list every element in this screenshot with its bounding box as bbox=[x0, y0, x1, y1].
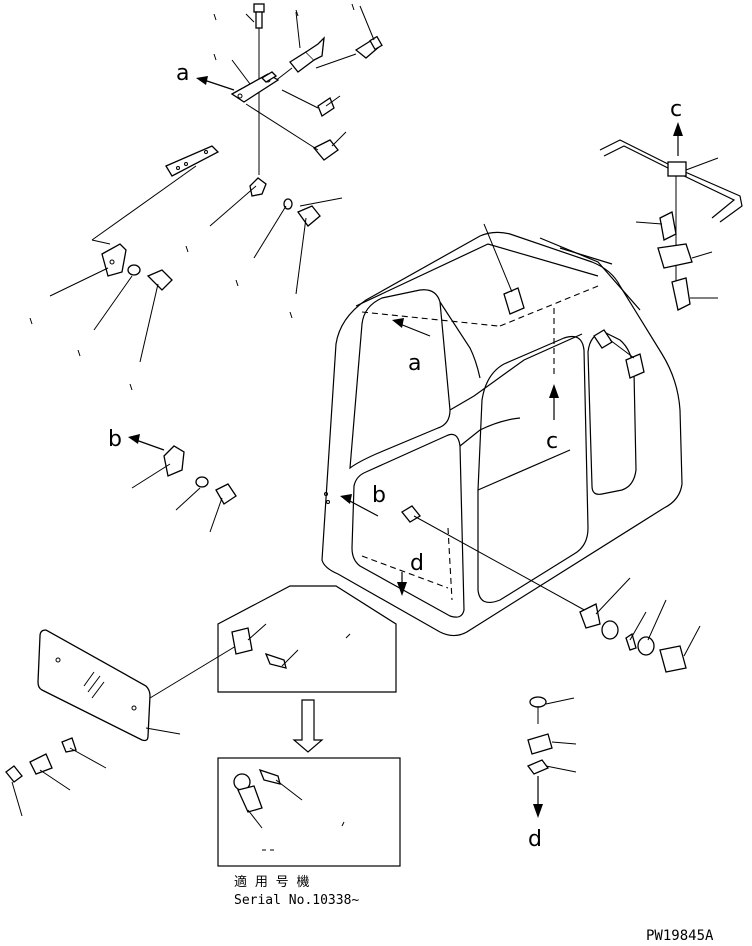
inset-panel-new bbox=[217, 757, 401, 867]
bolt-part bbox=[253, 3, 265, 175]
bracket-plate bbox=[230, 71, 280, 103]
reference-marks bbox=[29, 3, 355, 391]
b-bracket-assembly: b bbox=[108, 427, 237, 533]
mirror-bolt-assembly bbox=[413, 515, 701, 673]
cab-body: a c b d bbox=[321, 223, 683, 637]
connector-part bbox=[269, 36, 325, 86]
d-clip-assembly: d bbox=[526, 696, 577, 852]
label-b-cab: b bbox=[372, 483, 386, 508]
serial-number-label: Serial No.10338~ bbox=[234, 893, 359, 908]
clip-part bbox=[281, 89, 335, 117]
label-c-cab: c bbox=[546, 429, 558, 454]
supersession-arrow bbox=[292, 699, 324, 753]
label-c-top: c bbox=[670, 97, 682, 122]
bolt-part bbox=[315, 35, 383, 69]
top-bracket-assembly: a bbox=[176, 3, 383, 175]
inset-panel-current bbox=[217, 585, 397, 693]
figure-code: PW19845A bbox=[646, 928, 714, 944]
label-a-top: a bbox=[176, 61, 189, 86]
label-d-cab: d bbox=[410, 551, 424, 576]
c-harness-assembly: c bbox=[599, 97, 743, 311]
label-b-left: b bbox=[108, 427, 122, 452]
label-d-bottom: d bbox=[528, 827, 542, 852]
applicable-machine-label: 適 用 号 機 bbox=[234, 874, 309, 890]
label-a-cab: a bbox=[408, 351, 421, 376]
window-glass-assembly bbox=[5, 629, 237, 817]
hinge-assembly bbox=[49, 145, 343, 363]
bolt-part bbox=[245, 103, 339, 161]
